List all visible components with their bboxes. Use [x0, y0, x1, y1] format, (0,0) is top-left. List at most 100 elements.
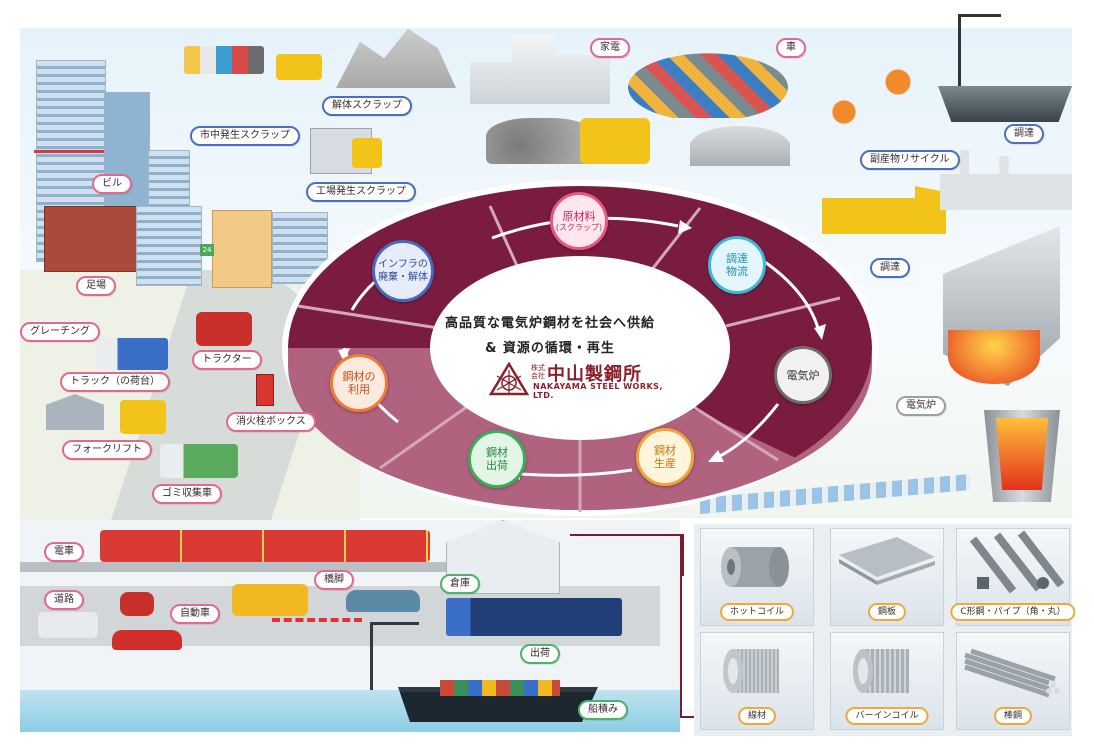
- node-infrastructure-demolition[interactable]: インフラの 廃棄・解体: [372, 240, 434, 302]
- label-automobile[interactable]: 自動車: [170, 604, 220, 624]
- product-hot-coil-label: ホットコイル: [719, 603, 795, 621]
- node-raw-material[interactable]: 原材料 (スクラップ): [550, 192, 608, 250]
- wheel-loader-icon: [580, 118, 650, 164]
- scrap-cars-icon: [628, 53, 788, 118]
- c-channel-pipe-icon: [969, 530, 1065, 594]
- logo-kabushiki: 株式会社: [531, 364, 545, 380]
- company-logo: 株式会社 中山製鋼所 NAKAYAMA STEEL WORKS, LTD.: [487, 362, 677, 400]
- label-garbage-truck[interactable]: ゴミ収集車: [152, 484, 222, 504]
- node-steel-production-line2: 生産: [654, 457, 676, 470]
- label-forklift[interactable]: フォークリフト: [62, 440, 152, 460]
- molten-steel-icon: [948, 330, 1040, 384]
- center-message: 高品質な電気炉鋼材を社会へ供給 & 資源の循環・再生: [440, 312, 660, 356]
- fire-hydrant-box-icon: [256, 374, 274, 406]
- product-bar-in-coil-label: バーインコイル: [845, 707, 929, 725]
- wire-rod-icon: [723, 649, 779, 693]
- building-sign: 24: [200, 244, 214, 256]
- label-appliances[interactable]: 家電: [590, 38, 630, 58]
- train-icon: [100, 530, 430, 562]
- label-procurement-truck[interactable]: 調達: [870, 258, 910, 278]
- hotel-building: [212, 210, 272, 288]
- product-steel-bar-label: 棒鋼: [993, 707, 1033, 725]
- label-municipal-scrap[interactable]: 市中発生スクラップ: [190, 126, 300, 146]
- construction-building: [44, 206, 146, 272]
- label-road[interactable]: 道路: [44, 590, 84, 610]
- center-line1: 高品質な電気炉鋼材を社会へ供給: [444, 316, 655, 331]
- company-logo-mark-icon: [489, 362, 529, 396]
- workers-icon: [808, 40, 928, 160]
- product-c-channel-pipe[interactable]: C形鋼・パイプ（角・丸）: [950, 528, 1076, 626]
- product-wire-rod[interactable]: 線材: [700, 632, 814, 730]
- product-bar-in-coil[interactable]: バーインコイル: [830, 632, 944, 730]
- node-electric-furnace[interactable]: 電気炉: [774, 346, 832, 404]
- bar-in-coil-icon: [853, 649, 909, 693]
- node-steel-usage[interactable]: 鋼材の 利用: [330, 354, 388, 412]
- scrap-pile-icon: [486, 118, 596, 164]
- bridge-pier: [20, 562, 460, 572]
- node-steel-usage-line1: 鋼材の: [342, 370, 376, 383]
- node-infra-line1: インフラの: [378, 259, 428, 270]
- garbage-truck-icon: [160, 444, 238, 478]
- label-procurement-top[interactable]: 調達: [1004, 124, 1044, 144]
- label-demolition-scrap[interactable]: 解体スクラップ: [322, 96, 412, 116]
- node-steel-usage-line2: 利用: [348, 383, 370, 396]
- node-procurement-line2: 物流: [726, 265, 748, 278]
- node-raw-material-line1: 原材料: [562, 209, 596, 223]
- node-steel-shipment-line1: 鋼材: [486, 446, 508, 459]
- label-warehouse[interactable]: 倉庫: [440, 574, 480, 594]
- product-steel-plate-label: 鋼板: [867, 603, 907, 621]
- hot-coil-icon: [721, 547, 789, 587]
- office-building: [272, 212, 328, 284]
- label-byproduct-recycling[interactable]: 副産物リサイクル: [860, 150, 960, 170]
- product-wire-rod-label: 線材: [737, 707, 777, 725]
- apartment-building: [136, 206, 202, 286]
- port-crane-icon: [958, 14, 1001, 87]
- label-factory-scrap[interactable]: 工場発生スクラップ: [306, 182, 416, 202]
- node-steel-production[interactable]: 鋼材 生産: [636, 428, 694, 486]
- node-steel-production-line1: 鋼材: [654, 444, 676, 457]
- center-line2: & 資源の循環・再生: [485, 341, 615, 356]
- product-steel-bar[interactable]: 棒鋼: [956, 632, 1070, 730]
- label-train[interactable]: 電車: [44, 542, 84, 562]
- forklift-icon: [352, 138, 382, 168]
- products-bracket-bottom: [680, 716, 694, 718]
- label-scaffold[interactable]: 足場: [76, 276, 116, 296]
- node-raw-material-line2: (スクラップ): [555, 222, 603, 232]
- sports-car-icon: [112, 630, 182, 650]
- logo-company-name-en: NAKAYAMA STEEL WORKS, LTD.: [533, 382, 663, 400]
- label-truck-bed[interactable]: トラック（の荷台）: [60, 372, 170, 392]
- label-tractor[interactable]: トラクター: [192, 350, 262, 370]
- tractor-icon: [196, 312, 252, 346]
- steel-plate-icon: [839, 537, 935, 585]
- slag-pile-icon: [690, 126, 790, 166]
- delivery-van-icon: [232, 584, 308, 616]
- label-shipment[interactable]: 出荷: [520, 644, 560, 664]
- excavator-icon: [276, 54, 322, 80]
- steel-bar-icon: [964, 648, 1060, 698]
- ship-icon: [938, 86, 1072, 122]
- product-hot-coil[interactable]: ホットコイル: [700, 528, 814, 626]
- gate-crossing-icon: [272, 618, 362, 668]
- node-procurement-line1: 調達: [726, 252, 748, 265]
- label-cars[interactable]: 車: [776, 38, 806, 58]
- label-bridge-pier[interactable]: 橋脚: [314, 570, 354, 590]
- forklift-icon: [120, 400, 166, 434]
- node-steel-shipment[interactable]: 鋼材 出荷: [468, 430, 526, 488]
- label-building[interactable]: ビル: [92, 174, 132, 194]
- label-shipping[interactable]: 船積み: [578, 700, 628, 720]
- node-electric-furnace-label: 電気炉: [786, 368, 820, 382]
- label-electric-furnace[interactable]: 電気炉: [896, 396, 946, 416]
- node-procurement-logistics[interactable]: 調達 物流: [708, 236, 766, 294]
- construction-crane-icon: [34, 150, 104, 193]
- van-icon: [38, 612, 98, 638]
- ship-containers-icon: [440, 680, 560, 696]
- truck-icon: [96, 338, 168, 370]
- ladle-molten-icon: [996, 418, 1048, 490]
- node-infra-line2: 廃棄・解体: [378, 272, 428, 283]
- label-grating[interactable]: グレーチング: [20, 322, 100, 342]
- product-steel-plate[interactable]: 鋼板: [830, 528, 944, 626]
- logo-company-name: 中山製鋼所: [547, 364, 642, 385]
- label-hydrant-box[interactable]: 消火栓ボックス: [226, 412, 316, 432]
- motorcycle-icon: [120, 592, 154, 616]
